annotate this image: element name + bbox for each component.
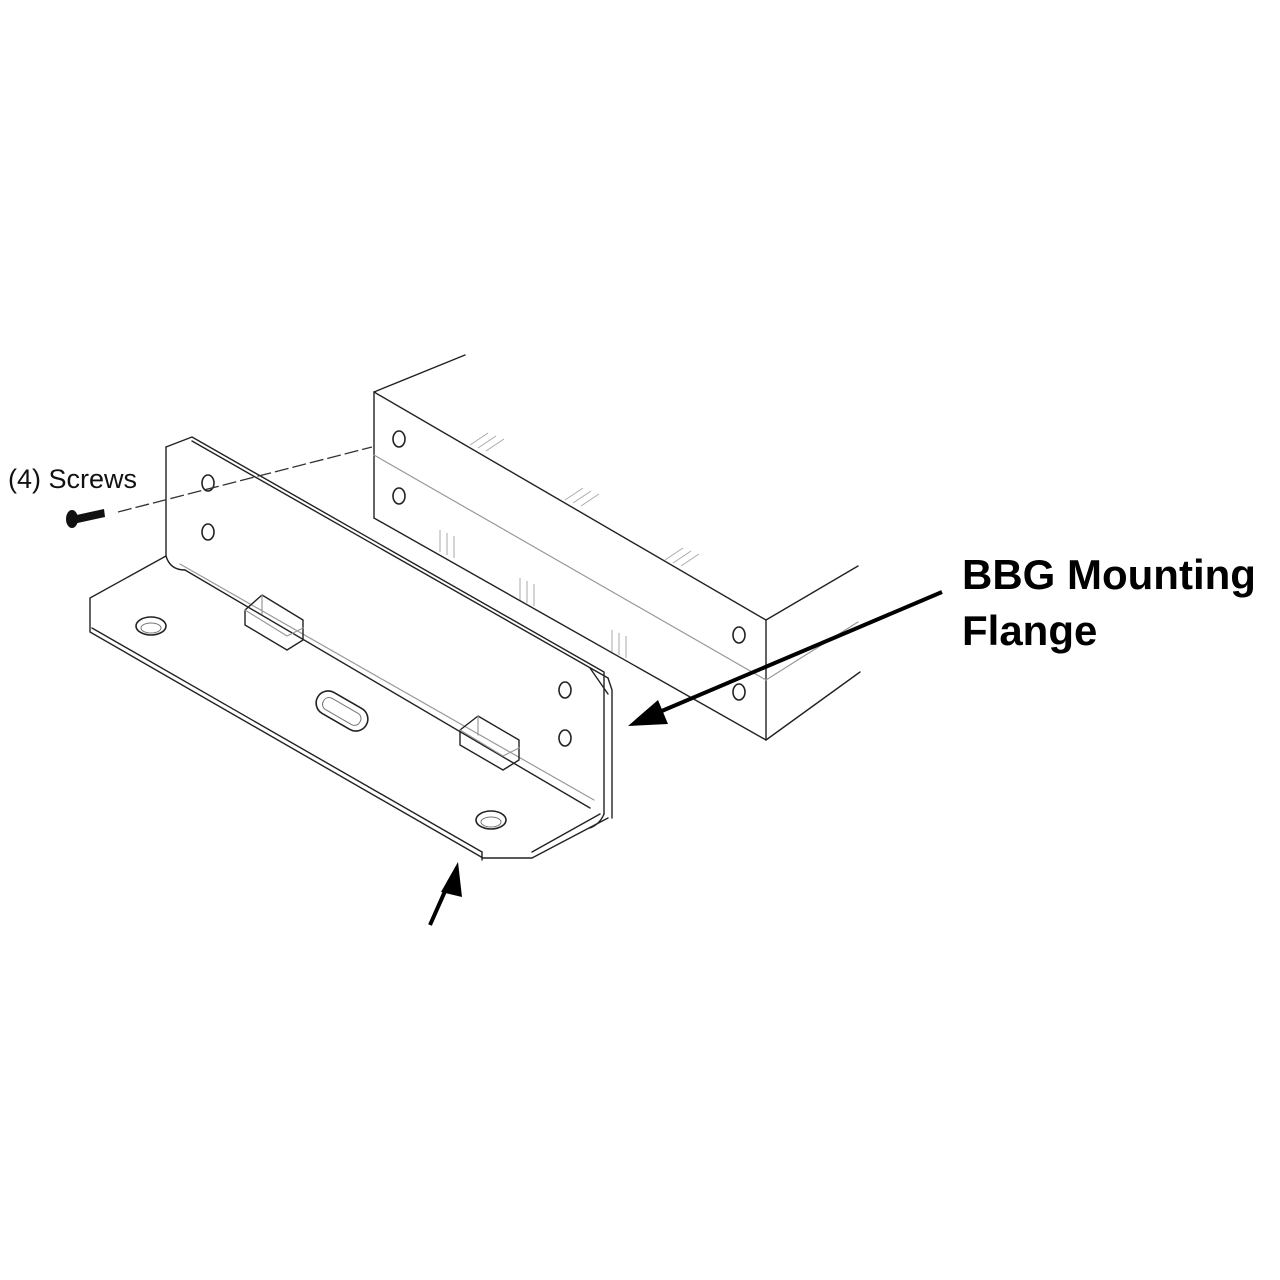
box-hole (392, 430, 406, 448)
flange-tab (459, 715, 520, 771)
device-box (373, 354, 861, 741)
flange-hole (201, 474, 215, 492)
box-hole (732, 626, 746, 644)
flange-hole (558, 681, 572, 699)
screw-icon (66, 509, 105, 528)
box-hole (392, 487, 406, 505)
callout-line-1: BBG Mounting (962, 551, 1256, 598)
mounting-flange (89, 436, 613, 861)
base-hole (475, 810, 507, 830)
screw-leader-line (117, 446, 373, 513)
slot-hole (315, 690, 369, 732)
callout-arrow-bottom (428, 862, 462, 926)
callout-line-2: Flange (962, 607, 1097, 654)
flange-hole (201, 523, 215, 541)
screw-callout: (4) Screws (8, 446, 373, 528)
flange-callout: BBG Mounting Flange (428, 551, 1256, 926)
box-hole (732, 683, 746, 701)
flange-hole (558, 729, 572, 747)
base-hole (135, 616, 167, 636)
callout-arrow (628, 590, 943, 726)
screws-label: (4) Screws (8, 464, 137, 494)
